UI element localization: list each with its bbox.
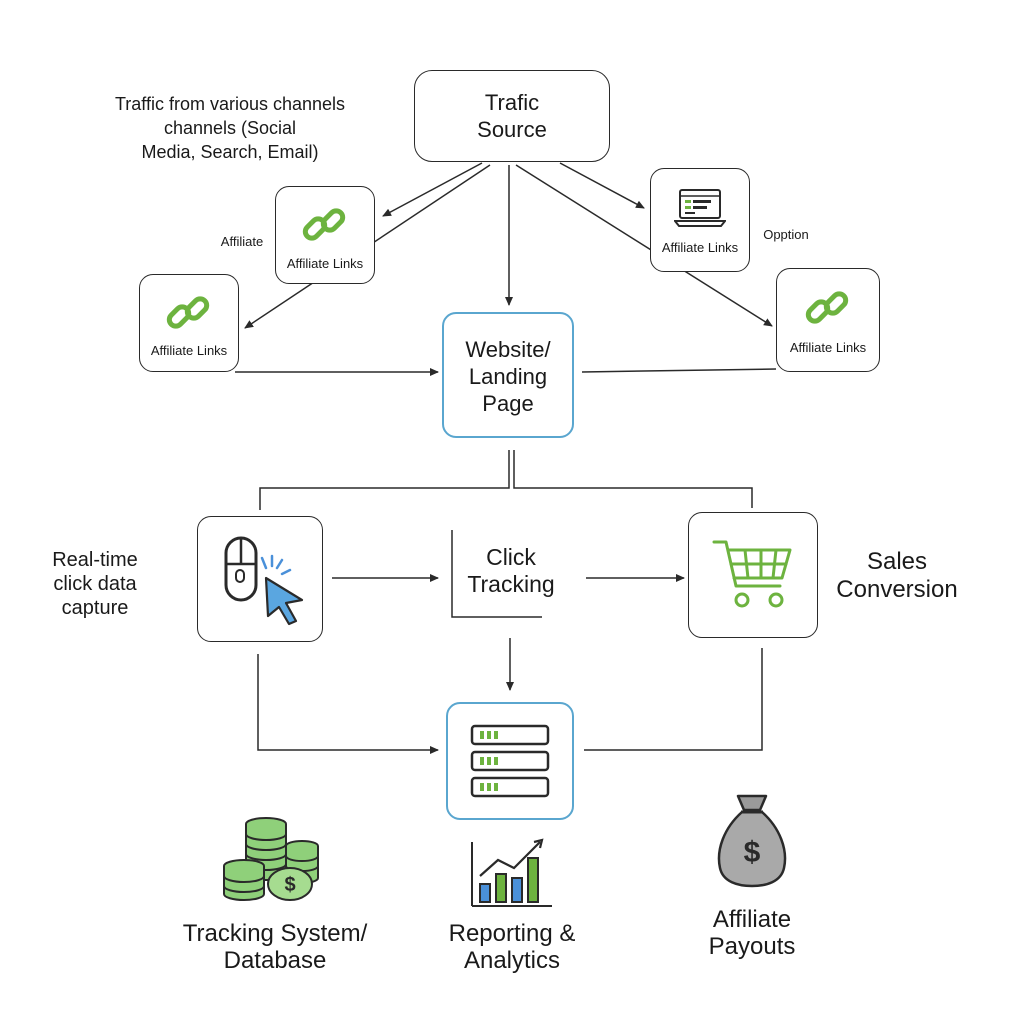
affiliate-links-box-upper-left: [275, 186, 375, 284]
reporting-line-2: Analytics: [463, 947, 561, 974]
money-bag-icon: $: [717, 794, 787, 888]
coin-stacks-icon: $: [223, 817, 319, 901]
affiliate-links-label-3: Affiliate Links: [661, 240, 739, 255]
click-tracking-line-1: Click: [486, 544, 536, 570]
affiliate-links-box-far-right: [776, 268, 880, 372]
click-tracking-label: Click Tracking: [454, 544, 568, 598]
traffic-note-line-1: Traffic from various channels: [114, 94, 346, 114]
analytics-chart-icon: [471, 838, 552, 907]
traffic-note: Traffic from various channels channels (…: [70, 92, 390, 164]
arrow-mouse-to-database: [257, 654, 439, 754]
website-line-2: Landing: [468, 364, 548, 389]
tracking-system-line-1: Tracking System/: [182, 920, 368, 947]
sales-line-1: Sales: [866, 548, 928, 575]
server-icon: [470, 724, 550, 798]
affiliate-links-label-2: Affiliate Links: [150, 343, 228, 358]
payouts-line-1: Affiliate: [712, 906, 792, 933]
traffic-source-box: [414, 70, 610, 162]
website-line-1: Website/: [465, 337, 551, 362]
laptop-icon: [674, 189, 726, 227]
traffic-source-label: Trafic Source: [414, 89, 610, 143]
realtime-capture-label: Real-time click data capture: [30, 548, 160, 620]
traffic-note-line-2: channels (Social: [163, 118, 297, 138]
sales-conversion-label: Sales Conversion: [822, 548, 972, 604]
chain-link-icon: [805, 291, 849, 324]
payouts-line-2: Payouts: [708, 933, 796, 960]
line-website-to-links-right: [581, 368, 777, 373]
arrow-source-to-links-far-right: [515, 164, 773, 327]
reporting-line-1: Reporting &: [448, 920, 576, 947]
arrow-source-to-links-right: [559, 162, 645, 209]
shopping-cart-icon: [712, 540, 792, 608]
realtime-line-1: Real-time: [52, 549, 138, 571]
sales-line-2: Conversion: [836, 576, 958, 603]
traffic-source-line-2: Source: [477, 117, 547, 142]
side-label-option: Opption: [763, 227, 809, 242]
payouts-label: Affiliate Payouts: [672, 906, 832, 960]
realtime-line-2: click data: [53, 573, 137, 595]
traffic-source-line-1: Trafic: [484, 90, 540, 115]
website-landing-label: Website/ Landing Page: [442, 336, 574, 417]
website-landing-box: [442, 312, 574, 438]
click-tracking-line-2: Tracking: [467, 571, 555, 597]
sales-cart-box: [688, 512, 818, 638]
line-cart-to-database: [584, 648, 763, 751]
realtime-line-3: capture: [61, 597, 129, 619]
affiliate-links-label-1: Affiliate Links: [286, 256, 364, 271]
traffic-note-line-3: Media, Search, Email): [141, 142, 319, 162]
mouse-cursor-icon: [224, 536, 304, 626]
tracking-system-label: Tracking System/ Database: [160, 920, 390, 974]
click-capture-box: [197, 516, 323, 642]
chain-link-icon: [302, 208, 346, 241]
affiliate-links-label-4: Affiliate Links: [789, 340, 867, 355]
side-label-affiliate: Affiliate: [220, 234, 264, 249]
click-tracking-bracket: [451, 530, 542, 618]
svg-text:$: $: [744, 836, 761, 869]
website-line-3: Page: [482, 391, 534, 416]
line-website-split-right: [513, 450, 753, 508]
database-server-box: [446, 702, 574, 820]
arrow-source-to-links-left: [382, 162, 483, 217]
svg-text:$: $: [284, 874, 295, 896]
chain-link-icon: [166, 296, 210, 329]
reporting-label: Reporting & Analytics: [420, 920, 604, 974]
affiliate-links-box-far-left: [139, 274, 239, 372]
line-website-split-left: [259, 450, 510, 510]
tracking-system-line-2: Database: [223, 947, 327, 974]
